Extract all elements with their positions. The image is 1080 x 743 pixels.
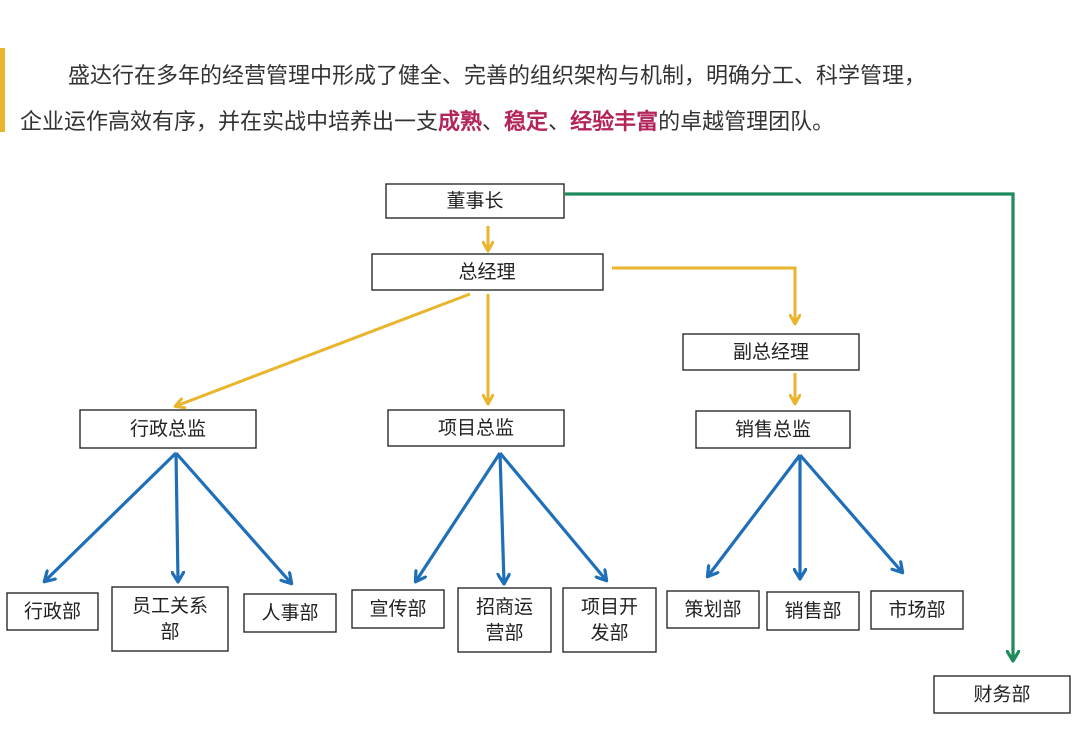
node-employee-relations-dept-label-1: 员工关系: [132, 595, 208, 617]
node-deputy-general-manager: 副总经理: [682, 333, 860, 371]
accent-bar: [0, 48, 5, 132]
arrow-sales-to-planning: [708, 454, 802, 576]
highlight-experienced: 经验丰富: [570, 110, 659, 135]
node-admin-dept: 行政部: [6, 592, 99, 631]
node-sales-dept: 销售部: [766, 591, 860, 631]
arrow-project-to-publicity: [416, 452, 502, 581]
node-project-dev-dept-label-1: 项目开: [581, 596, 638, 618]
node-investment-dept: 招商运 营部: [457, 587, 552, 653]
intro-line-2-suffix: 的卓越管理团队。: [658, 110, 835, 135]
node-admin-director-label: 行政总监: [130, 418, 206, 440]
highlight-stable: 稳定: [504, 110, 549, 135]
node-sales-director-label: 销售总监: [735, 419, 811, 441]
node-project-dev-dept-label-2: 发部: [590, 622, 628, 644]
intro-line-1: 盛达行在多年的经营管理中形成了健全、完善的组织架构与机制，明确分工、科学管理，: [68, 64, 927, 89]
node-project-director-label: 项目总监: [438, 417, 514, 439]
node-hr-dept-label: 人事部: [261, 602, 318, 624]
separator-2: 、: [548, 110, 571, 135]
arrow-project-to-project-dev: [498, 451, 606, 580]
node-planning-dept: 策划部: [666, 590, 760, 629]
node-chairman: 董事长: [385, 183, 565, 219]
node-planning-dept-label: 策划部: [684, 599, 741, 621]
node-project-dev-dept: 项目开 发部: [562, 587, 657, 653]
arrow-chairman-to-finance: [565, 192, 1013, 660]
arrow-admin-to-hr-dept: [174, 451, 291, 583]
node-sales-dept-label: 销售部: [784, 600, 841, 622]
arrow-gm-to-admin-director: [176, 292, 471, 406]
arrow-gm-to-deputy-gm: [612, 266, 795, 323]
node-investment-dept-label-2: 营部: [485, 622, 523, 644]
intro-line-2-prefix: 企业运作高效有序，并在实战中培养出一支: [20, 110, 439, 135]
separator-1: 、: [482, 110, 505, 135]
node-admin-director: 行政总监: [79, 409, 257, 449]
node-publicity-dept-label: 宣传部: [369, 598, 426, 620]
node-general-manager-label: 总经理: [458, 261, 515, 283]
node-employee-relations-dept-label-2: 部: [160, 621, 179, 643]
node-hr-dept: 人事部: [243, 593, 337, 633]
node-finance-dept: 财务部: [933, 675, 1071, 714]
node-deputy-general-manager-label: 副总经理: [733, 341, 809, 363]
arrow-admin-to-admin-dept: [45, 451, 178, 581]
intro-paragraph: 盛达行在多年的经营管理中形成了健全、完善的组织架构与机制，明确分工、科学管理， …: [20, 54, 1080, 146]
node-finance-dept-label: 财务部: [973, 684, 1030, 706]
intro-line-2: 企业运作高效有序，并在实战中培养出一支成熟、稳定、经验丰富的卓越管理团队。: [20, 100, 1080, 146]
node-employee-relations-dept: 员工关系 部: [111, 586, 229, 652]
arrow-project-to-investment: [500, 452, 504, 583]
blue-connectors: [45, 451, 902, 583]
yellow-connectors: [176, 226, 795, 406]
arrow-admin-to-employee-relations: [176, 452, 178, 581]
node-admin-dept-label: 行政部: [24, 601, 81, 623]
node-marketing-dept: 市场部: [870, 590, 964, 630]
node-marketing-dept-label: 市场部: [888, 599, 945, 621]
highlight-mature: 成熟: [438, 110, 483, 135]
node-project-director: 项目总监: [387, 409, 565, 447]
node-general-manager: 总经理: [371, 253, 604, 291]
node-investment-dept-label-1: 招商运: [476, 596, 533, 618]
node-chairman-label: 董事长: [446, 190, 503, 212]
arrow-sales-to-marketing: [798, 453, 902, 572]
node-sales-director: 销售总监: [695, 410, 851, 449]
node-publicity-dept: 宣传部: [351, 589, 445, 629]
